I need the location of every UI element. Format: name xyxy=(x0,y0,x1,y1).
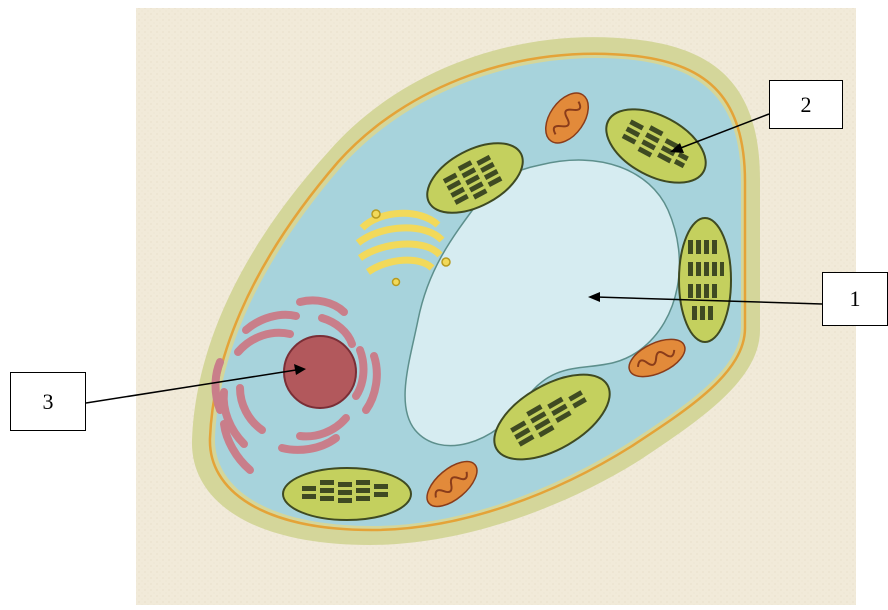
label-2-text: 2 xyxy=(801,92,812,118)
nucleus xyxy=(284,336,356,408)
label-1-text: 1 xyxy=(850,286,861,312)
label-box-1: 1 xyxy=(822,272,888,326)
label-box-3: 3 xyxy=(10,372,86,431)
chloroplast-e xyxy=(283,468,411,520)
label-box-2: 2 xyxy=(769,80,843,129)
label-3-text: 3 xyxy=(43,389,54,415)
chloroplast-c xyxy=(679,218,731,342)
